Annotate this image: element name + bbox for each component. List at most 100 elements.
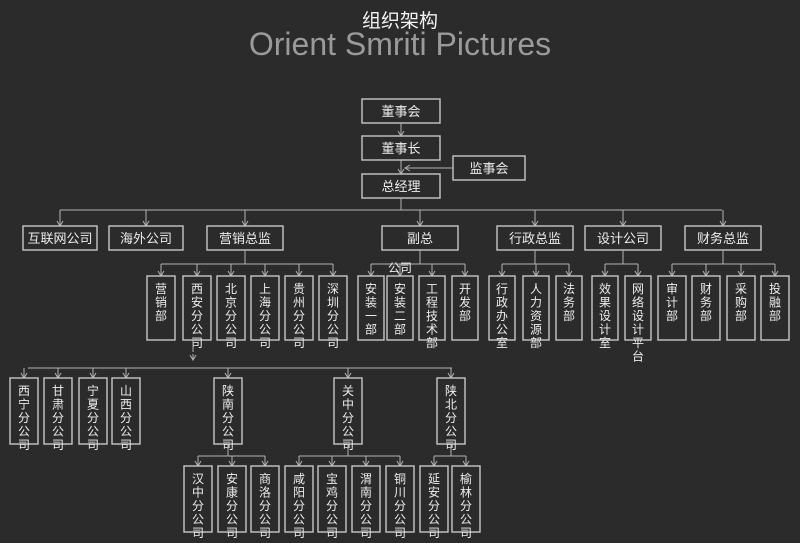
shaannan-unit-1: 汉中分公司	[183, 465, 213, 540]
shaannan-unit-1-box	[183, 465, 213, 533]
board-box-box	[361, 98, 441, 124]
department-6: 设计公司	[584, 225, 662, 251]
marketing-unit-6-box	[318, 275, 348, 341]
branch-1: 西宁分公司	[9, 377, 39, 452]
shaanbei-unit-1-label: 延安分公司	[428, 472, 440, 540]
finance-unit-1: 审计部	[657, 275, 687, 341]
finance-unit-3-label: 采购部	[735, 282, 747, 323]
guanzhong-unit-1-label: 咸阳分公司	[293, 472, 305, 540]
department-5: 行政总监	[496, 225, 574, 251]
guanzhong-unit-2-label: 宝鸡分公司	[326, 472, 338, 540]
design-unit-1-label: 效果设计室	[599, 281, 611, 350]
admin-unit-1: 行政办公室	[488, 275, 516, 350]
shaannan-unit-2-box	[217, 465, 247, 533]
vp-unit-2-label: 安装二部	[394, 281, 406, 337]
branch-5-box	[213, 377, 243, 445]
marketing-unit-1-box	[146, 275, 176, 341]
vp-unit-3-label: 工程技术部	[426, 282, 438, 350]
department-4-label: 副总	[407, 232, 433, 247]
design-unit-2-box	[624, 275, 652, 341]
supervisory-box-label: 监事会	[469, 162, 508, 177]
department-5-label: 行政总监	[509, 232, 561, 247]
finance-unit-1-box	[657, 275, 687, 341]
vp-unit-4-label: 开发部	[459, 282, 471, 323]
vp-unit-3: 工程技术部	[418, 275, 446, 350]
design-unit-1: 效果设计室	[591, 275, 619, 350]
chairman-box-label: 董事长	[381, 142, 420, 157]
admin-unit-3: 法务部	[555, 275, 583, 341]
branch-4-box	[111, 377, 141, 445]
shaanbei-unit-2: 榆林分公司	[451, 465, 481, 540]
admin-unit-2-box	[522, 275, 550, 341]
marketing-unit-3-box	[216, 275, 246, 341]
guanzhong-unit-4-box	[385, 465, 415, 533]
marketing-unit-4-label: 上海分公司	[259, 282, 271, 350]
guanzhong-unit-3: 渭南分公司	[351, 465, 381, 540]
finance-unit-2-label: 财务部	[700, 282, 712, 323]
branch-6: 关中分公司	[333, 377, 363, 452]
branch-4-label: 山西分公司	[120, 384, 132, 452]
branch-5: 陕南分公司	[213, 377, 243, 452]
marketing-unit-2: 西安分公司	[182, 275, 212, 350]
department-2-label: 海外公司	[120, 232, 172, 247]
branch-2: 甘肃分公司	[43, 377, 73, 452]
shaanbei-unit-1: 延安分公司	[419, 465, 449, 540]
chairman-box: 董事长	[361, 135, 441, 161]
branch-3-box	[78, 377, 108, 445]
finance-unit-3: 采购部	[726, 275, 756, 341]
department-7: 财务总监	[684, 225, 762, 251]
page-title: 组织架构	[361, 10, 438, 32]
marketing-unit-2-label: 西安分公司	[191, 282, 203, 350]
marketing-unit-3-label: 北京分公司	[225, 282, 237, 350]
shaannan-unit-3: 商洛分公司	[250, 465, 280, 540]
vp-unit-4-box	[451, 275, 479, 341]
department-4-box	[381, 225, 459, 251]
vp-unit-2-box	[386, 275, 414, 341]
department-7-label: 财务总监	[697, 231, 749, 247]
shaanbei-unit-2-label: 榆林分公司	[460, 471, 472, 540]
shaannan-unit-1-label: 汉中分公司	[192, 472, 204, 540]
design-unit-2-label: 网络设计平台	[632, 282, 644, 364]
board-box: 董事会	[361, 98, 441, 124]
branch-1-box	[9, 377, 39, 445]
guanzhong-unit-1-box	[284, 465, 314, 533]
department-6-box	[584, 225, 662, 251]
finance-unit-1-label: 审计部	[666, 281, 678, 323]
board-box-label: 董事会	[381, 105, 420, 120]
guanzhong-unit-1: 咸阳分公司	[284, 465, 314, 540]
guanzhong-unit-2: 宝鸡分公司	[317, 465, 347, 540]
branch-5-label: 陕南分公司	[222, 383, 234, 452]
admin-unit-3-box	[555, 275, 583, 341]
vp-stray-label: 公司	[388, 261, 412, 275]
shaanbei-unit-2-box	[451, 465, 481, 533]
guanzhong-unit-4: 铜川分公司	[385, 465, 415, 540]
department-2-box	[108, 225, 184, 251]
vp-unit-1-box	[357, 275, 385, 341]
connector-arrow	[404, 164, 411, 172]
finance-unit-4-box	[760, 275, 790, 341]
branch-7-label: 陕北分公司	[445, 383, 457, 452]
department-6-label: 设计公司	[597, 232, 649, 247]
admin-unit-2-label: 人力资源部	[530, 282, 542, 350]
admin-unit-1-label: 行政办公室	[496, 282, 508, 350]
branch-6-box	[333, 377, 363, 445]
marketing-unit-6-label: 深圳分公司	[327, 282, 339, 350]
marketing-unit-6: 深圳分公司	[318, 275, 348, 350]
guanzhong-unit-2-box	[317, 465, 347, 533]
branch-3: 宁夏分公司	[78, 377, 108, 452]
branch-3-label: 宁夏分公司	[87, 383, 99, 452]
shaannan-unit-2: 安康分公司	[217, 465, 247, 540]
marketing-unit-2-box	[182, 275, 212, 341]
department-4: 副总	[381, 225, 459, 251]
guanzhong-unit-3-label: 渭南分公司	[360, 472, 372, 540]
gm-box: 总经理	[361, 173, 441, 199]
department-3-label: 营销总监	[219, 232, 271, 247]
connector-arrow	[189, 354, 197, 361]
finance-unit-4: 投融部	[760, 275, 790, 341]
finance-unit-2-box	[691, 275, 721, 341]
vp-unit-3-box	[418, 275, 446, 341]
gm-box-label: 总经理	[381, 180, 420, 195]
department-1: 互联网公司	[22, 225, 98, 251]
admin-unit-3-label: 法务部	[563, 282, 575, 323]
branch-7: 陕北分公司	[436, 377, 466, 452]
